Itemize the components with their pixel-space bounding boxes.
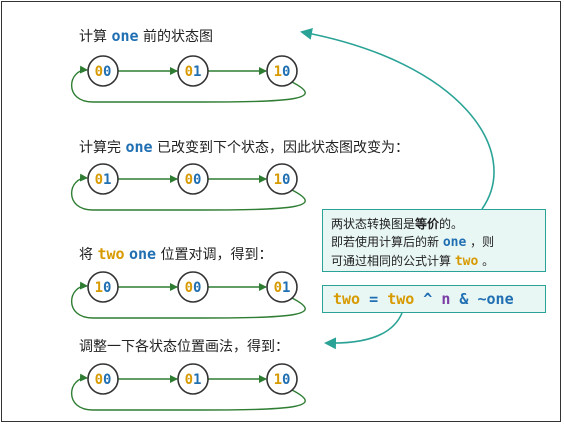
state-label: 01 <box>95 172 112 188</box>
section-4-title: 调整一下各状态位置画法，得到： <box>79 336 289 356</box>
state-node: 00 <box>87 363 119 395</box>
formula-one: one <box>486 290 514 308</box>
state-circle <box>87 163 119 195</box>
state-row-3: 10 00 01 <box>70 271 306 319</box>
state-label: 00 <box>185 280 202 296</box>
state-circle <box>177 363 209 395</box>
state-circle <box>87 55 119 87</box>
state-node: 10 <box>266 163 298 195</box>
state-row-2: 01 00 10 <box>70 163 306 211</box>
code-two: two <box>97 245 125 263</box>
state-node: 01 <box>177 55 209 87</box>
code-one: one <box>129 245 157 263</box>
loop-back-arrow <box>70 373 306 411</box>
state-node: 00 <box>177 163 209 195</box>
state-circle <box>177 55 209 87</box>
loop-back-arrow <box>70 281 306 319</box>
state-row-4: 00 01 10 <box>70 363 306 411</box>
formula-two-lhs: two <box>333 290 361 308</box>
note-to-bottom-arrow <box>324 312 403 350</box>
state-label: 01 <box>274 280 291 296</box>
state-node: 01 <box>177 363 209 395</box>
section-2-title: 计算完 one 已改变到下个状态，因此状态图改变为： <box>79 137 409 157</box>
state-label: 10 <box>274 64 291 80</box>
note-line-1: 两状态转换图是等价的。 <box>331 217 464 231</box>
code-one: one <box>111 27 139 45</box>
equivalence-note: 两状态转换图是等价的。 即若使用计算后的新 one ，则 可通过相同的公式计算 … <box>322 209 546 272</box>
state-label: 10 <box>95 280 112 296</box>
state-circle <box>87 363 119 395</box>
state-label: 01 <box>185 372 202 388</box>
formula-xor: ^ <box>414 290 442 308</box>
state-circle <box>266 55 298 87</box>
note-line-2: 即若使用计算后的新 one ，则 <box>331 235 495 250</box>
state-circle <box>177 163 209 195</box>
formula-box: two = two ^ n & ~one <box>322 285 546 313</box>
formula-eq: = <box>360 290 388 308</box>
title-text: 已改变到下个状态，因此状态图改变为： <box>152 140 409 156</box>
formula-n: n <box>441 290 451 308</box>
state-circle <box>266 363 298 395</box>
title-text: 计算完 <box>79 140 126 156</box>
state-circle <box>266 163 298 195</box>
title-text: 计算 <box>79 29 112 45</box>
state-node: 01 <box>87 163 119 195</box>
state-circle <box>266 271 298 303</box>
state-label: 00 <box>185 172 202 188</box>
note-line-3: 可通过相同的公式计算 two 。 <box>331 254 495 269</box>
state-node: 10 <box>266 55 298 87</box>
state-label: 01 <box>185 64 202 80</box>
state-row-1: 00 01 10 <box>70 55 306 103</box>
state-label: 00 <box>95 372 112 388</box>
section-3-title: 将 two one 位置对调，得到： <box>79 244 273 264</box>
title-text: 位置对调，得到： <box>156 247 273 263</box>
title-text: 将 <box>79 247 98 263</box>
state-diagram-canvas: 00 01 10 01 00 10 10 00 01 00 01 10 <box>70 27 495 411</box>
note-to-top-arrow <box>300 27 495 210</box>
title-text: 前的状态图 <box>138 29 213 45</box>
section-1-title: 计算 one 前的状态图 <box>79 26 213 46</box>
loop-back-arrow <box>70 65 306 103</box>
state-node: 00 <box>87 55 119 87</box>
title-text: 调整一下各状态位置画法，得到： <box>79 339 289 355</box>
state-circle <box>177 271 209 303</box>
loop-back-arrow <box>70 173 306 211</box>
state-node: 00 <box>177 271 209 303</box>
state-label: 00 <box>95 64 112 80</box>
formula-two-rhs: two <box>387 290 415 308</box>
state-circle <box>87 271 119 303</box>
formula-and-not: & ~ <box>450 290 487 308</box>
state-label: 10 <box>274 172 291 188</box>
state-node: 10 <box>87 271 119 303</box>
state-node: 10 <box>266 363 298 395</box>
code-one: one <box>125 138 153 156</box>
state-node: 01 <box>266 271 298 303</box>
state-label: 10 <box>274 372 291 388</box>
